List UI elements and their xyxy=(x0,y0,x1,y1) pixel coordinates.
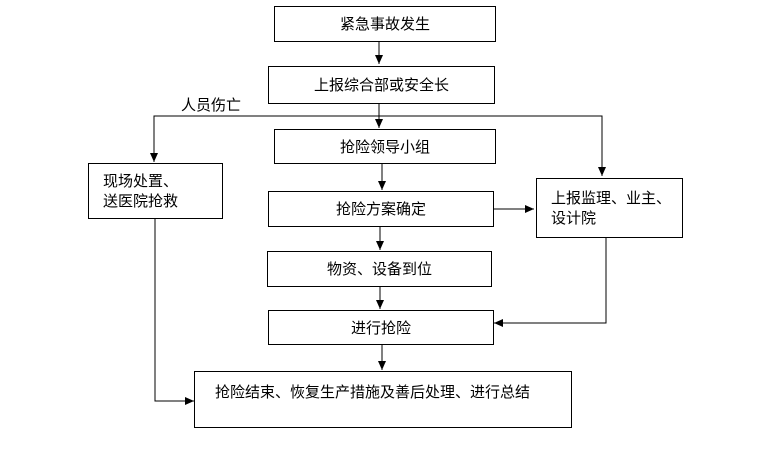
node-report-supervisor: 上报监理、业主、 设计院 xyxy=(536,178,683,238)
node-rescue-end-label: 抢险结束、恢复生产措施及善后处理、进行总结 xyxy=(215,383,531,401)
node-rescue-leader-group-label: 抢险领导小组 xyxy=(339,137,430,156)
node-perform-rescue: 进行抢险 xyxy=(268,310,494,345)
arrow-supervisor-to-rescue xyxy=(494,238,607,327)
node-rescue-plan-confirmed-label: 抢险方案确定 xyxy=(335,200,426,218)
node-rescue-plan-confirmed: 抢险方案确定 xyxy=(268,191,494,227)
node-rescue-end: 抢险结束、恢复生产措施及善后处理、进行总结 xyxy=(194,371,572,428)
node-report-supervisor-line1: 上报监理、业主、 xyxy=(551,189,672,207)
node-onsite-disposal: 现场处置、 送医院抢救 xyxy=(88,163,223,219)
node-emergency-occurs-label: 紧急事故发生 xyxy=(339,15,430,33)
node-materials-equipment-ready-label: 物资、设备到位 xyxy=(326,260,432,278)
node-materials-equipment-ready: 物资、设备到位 xyxy=(267,251,492,287)
node-onsite-disposal-line1: 现场处置、 xyxy=(103,172,179,190)
node-perform-rescue-label: 进行抢险 xyxy=(350,318,411,337)
node-report-safety-chief: 上报综合部或安全长 xyxy=(268,66,495,104)
arrow-branch-to-onsite xyxy=(150,115,379,162)
arrow-onsite-to-end xyxy=(154,219,194,405)
node-emergency-occurs: 紧急事故发生 xyxy=(274,6,496,42)
node-report-safety-chief-label: 上报综合部或安全长 xyxy=(313,76,449,94)
arrow-branch-to-supervisor xyxy=(379,115,606,176)
node-report-supervisor-line2: 设计院 xyxy=(551,209,597,227)
node-rescue-leader-group: 抢险领导小组 xyxy=(274,129,496,164)
node-onsite-disposal-line2: 送医院抢救 xyxy=(103,192,179,210)
edge-label-casualties: 人员伤亡 xyxy=(181,96,242,114)
